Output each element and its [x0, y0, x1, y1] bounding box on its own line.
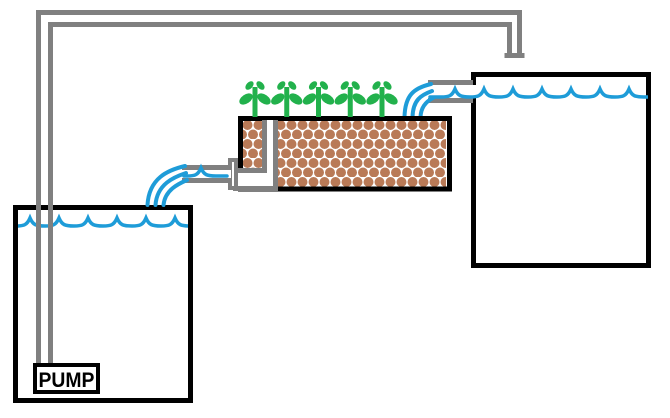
pump-supply-pipe-outer-wall: [36, 10, 522, 366]
waterfall-into-sump-tank: [145, 164, 189, 207]
waterfall-stream: [418, 96, 435, 119]
waterfall-into-grow-bed: [402, 82, 435, 119]
waterfall-stream: [410, 89, 434, 119]
sump-tank-water-level-wave: [18, 213, 188, 228]
grow-bed: [238, 116, 452, 192]
pump-box: [33, 363, 100, 394]
waterfall-stream: [145, 164, 187, 207]
drain-pipe-water-wave: [182, 163, 229, 178]
grow-bed-plants: [237, 79, 400, 117]
plant: [269, 79, 305, 117]
pump-supply-pipe: [36, 10, 525, 366]
standpipe-bore: [267, 120, 273, 186]
plant: [300, 79, 337, 117]
plant: [332, 79, 368, 117]
plant: [237, 79, 273, 117]
waterfall-stream: [161, 178, 189, 207]
standpipe-bore-horizontal: [231, 173, 273, 186]
pump-label: PUMP: [39, 369, 95, 392]
grow-bed-drain-pipe: [181, 163, 231, 183]
plant: [364, 79, 400, 117]
waterfall-stream: [402, 82, 433, 119]
pump: PUMP: [33, 363, 100, 394]
pump-supply-pipe-inner-wall: [48, 22, 512, 366]
waterfall-stream: [153, 171, 188, 207]
fish-tank-water-level-wave: [428, 84, 648, 99]
grow-bed-standpipe: [231, 120, 278, 191]
fish-tank: [471, 72, 651, 268]
